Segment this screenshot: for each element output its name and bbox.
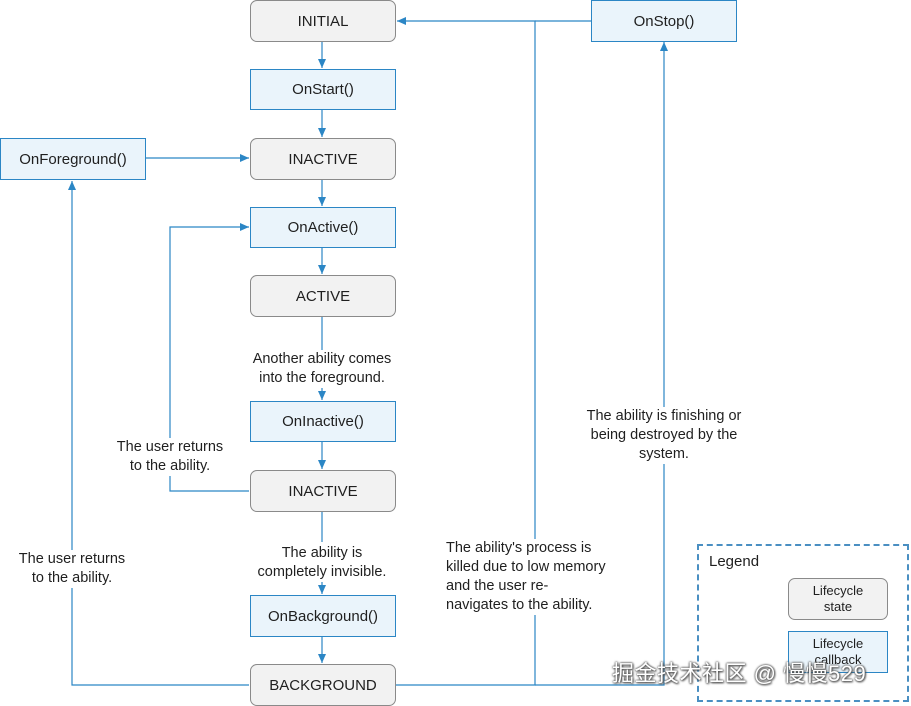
watermark: 掘金技术社区 @ 慢慢529 [612,661,867,686]
path-background-to-onstop [535,42,668,686]
label-line: The ability is [281,545,363,561]
label-line: The user returns [18,551,126,567]
label-line: to the ability. [31,570,113,586]
loop-inactive-to-onactive [169,223,249,492]
callback-oninactive: OnInactive() [250,401,396,442]
state-initial: INITIAL [250,0,396,42]
label-another-ability: Another ability comes into the foregroun… [244,350,400,388]
callback-onbackground: OnBackground() [250,595,396,637]
callback-onstart: OnStart() [250,69,396,110]
legend-state-label: Lifecycle state [812,583,864,614]
label-line: being destroyed by the [590,427,738,443]
label-line: into the foreground. [259,370,385,386]
label-user-returns-left: The user returns to the ability. [12,550,132,588]
state-inactive-bottom: INACTIVE [250,470,396,512]
legend-title: Legend [709,553,760,570]
callback-onstop: OnStop() [591,0,737,42]
label-line: system. [639,446,689,462]
label-process-killed: The ability's process is killed due to l… [446,539,628,615]
label-line: The user returns [116,439,224,455]
label-line: Another ability comes [252,351,392,367]
state-background: BACKGROUND [250,664,396,706]
label-user-returns-mid: The user returns to the ability. [110,438,230,476]
state-inactive-top: INACTIVE [250,138,396,180]
label-line: completely invisible. [257,564,387,580]
state-active: ACTIVE [250,275,396,317]
legend: Legend Lifecycle state Lifecycle callbac… [697,544,909,702]
label-line: navigates to the ability. [446,597,593,613]
legend-callback-label: Lifecycle callback [812,636,864,667]
label-line: and the user re- [446,578,549,594]
label-completely-invisible: The ability is completely invisible. [248,544,396,582]
legend-callback-swatch: Lifecycle callback [788,631,888,673]
label-line: The ability's process is [446,540,592,556]
path-background-to-initial [396,17,536,686]
callback-onforeground: OnForeground() [0,138,146,180]
callback-onactive: OnActive() [250,207,396,248]
label-finishing: The ability is finishing or being destro… [574,407,754,464]
loop-background-to-onforeground [68,181,249,686]
label-line: killed due to low memory [446,559,606,575]
label-line: The ability is finishing or [586,408,742,424]
legend-state-swatch: Lifecycle state [788,578,888,620]
label-line: to the ability. [129,458,211,474]
